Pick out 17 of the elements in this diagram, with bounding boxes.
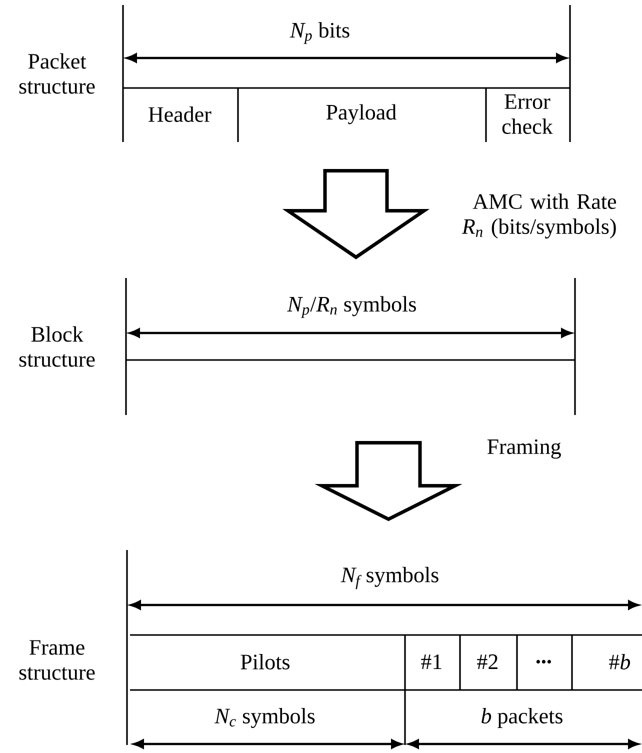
- dimension-label: b packets: [482, 708, 562, 728]
- dimension-label: N$_{p}$/R$_{n}$ symbols: [287, 296, 416, 318]
- cell: Header: [148, 106, 212, 122]
- cell: #2: [477, 654, 498, 669]
- dimension-label: N$_{f}$ symbols: [340, 566, 438, 590]
- edge-label: AMC with Rate R$_{n}$ (bits/symbols): [462, 194, 616, 239]
- dimension-label: N$_{p}$ bits: [290, 22, 350, 44]
- edge-label: Framing: [487, 439, 561, 459]
- cell: Pilots: [240, 654, 290, 670]
- block-arrow: [282, 169, 430, 260]
- dimension-label: N$_{c}$ symbols: [214, 708, 315, 728]
- cell: Payload: [326, 104, 396, 124]
- cell: Error check: [502, 94, 553, 134]
- cell: #1: [421, 654, 442, 669]
- cell: #b: [609, 654, 630, 670]
- block-arrow: [314, 441, 462, 522]
- cell: ...: [536, 660, 551, 664]
